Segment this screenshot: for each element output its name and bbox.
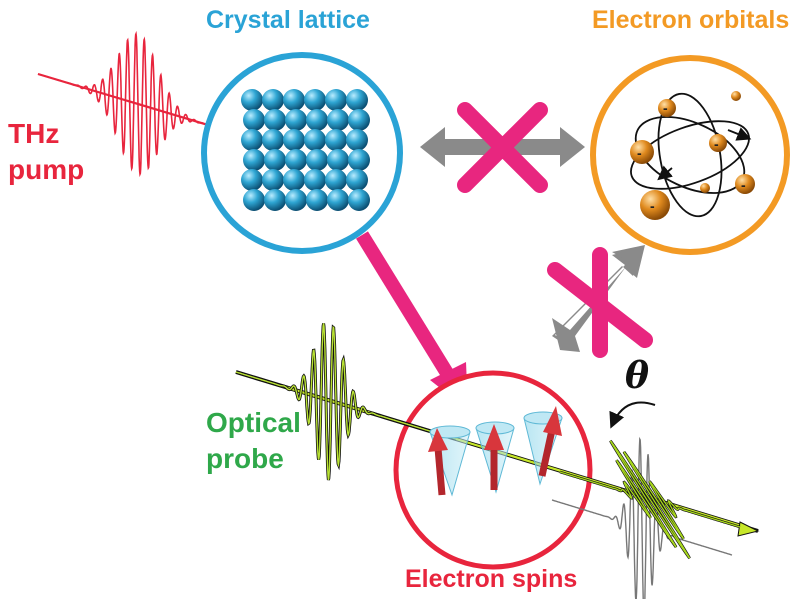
lattice-sphere [285, 109, 307, 131]
lattice-sphere [304, 129, 326, 151]
lattice-sphere [325, 169, 347, 191]
electron-spheres [630, 91, 755, 220]
lattice-sphere [262, 89, 284, 111]
thz-label-line2: pump [8, 154, 85, 185]
lattice-sphere [325, 129, 347, 151]
lattice-sphere [304, 169, 326, 191]
lattice-sphere [346, 129, 368, 151]
svg-text:-: - [637, 145, 642, 161]
lattice-sphere [348, 189, 370, 211]
electron-orbitals-label: Electron orbitals [592, 6, 790, 34]
lattice-sphere [264, 189, 286, 211]
lattice-sphere [241, 169, 263, 191]
lattice-sphere [243, 149, 265, 171]
lattice-sphere [264, 149, 286, 171]
lattice-sphere [283, 89, 305, 111]
spin-2 [475, 421, 515, 494]
probe-label-line2: probe [206, 443, 284, 474]
lattice-sphere [327, 189, 349, 211]
lattice-sphere [306, 149, 328, 171]
lattice-sphere [304, 89, 326, 111]
thz-pump-pulse [37, 30, 245, 178]
lattice-sphere [243, 109, 265, 131]
lattice-sphere [325, 89, 347, 111]
lattice-sphere [241, 89, 263, 111]
spin-1 [428, 425, 471, 497]
lattice-sphere [283, 169, 305, 191]
lattice-sphere [346, 169, 368, 191]
lattice-sphere [327, 109, 349, 131]
lattice-sphere [241, 129, 263, 151]
electron-spins-label: Electron spins [405, 565, 578, 593]
orbitals-spins-blocked-arrow [547, 245, 653, 358]
cross-icon [547, 247, 653, 358]
crystal-lattice-spheres [241, 89, 370, 211]
lattice-sphere [262, 129, 284, 151]
lattice-sphere [327, 149, 349, 171]
crystal-lattice-label: Crystal lattice [206, 6, 370, 34]
lattice-sphere [348, 109, 370, 131]
lattice-sphere [285, 189, 307, 211]
cross-icon [457, 102, 548, 193]
lattice-sphere [285, 149, 307, 171]
lattice-sphere [346, 89, 368, 111]
rotation-angle-arrow [609, 401, 656, 429]
lattice-sphere [283, 129, 305, 151]
svg-text:-: - [714, 136, 719, 152]
thz-label-line1: THz [8, 118, 60, 149]
lattice-sphere [262, 169, 284, 191]
lattice-sphere [348, 149, 370, 171]
svg-text:-: - [663, 100, 668, 116]
lattice-sphere [306, 189, 328, 211]
lattice-sphere [306, 109, 328, 131]
thz-pump-label: THz pump [8, 116, 84, 188]
transmitted-pulse [551, 436, 741, 599]
lattice-orbitals-blocked-arrow [420, 102, 585, 193]
crystal-lattice-circle [201, 52, 403, 254]
lattice-sphere [243, 189, 265, 211]
svg-text:-: - [741, 177, 746, 193]
spin-arrows [428, 406, 563, 497]
lattice-sphere [264, 109, 286, 131]
optical-probe-label: Optical probe [206, 405, 301, 477]
electron-orbitals-circle: - - - - - [590, 55, 790, 255]
svg-text:-: - [650, 198, 655, 214]
probe-label-line1: Optical [206, 407, 301, 438]
spin-3 [523, 406, 563, 486]
theta-label: θ [625, 355, 650, 397]
